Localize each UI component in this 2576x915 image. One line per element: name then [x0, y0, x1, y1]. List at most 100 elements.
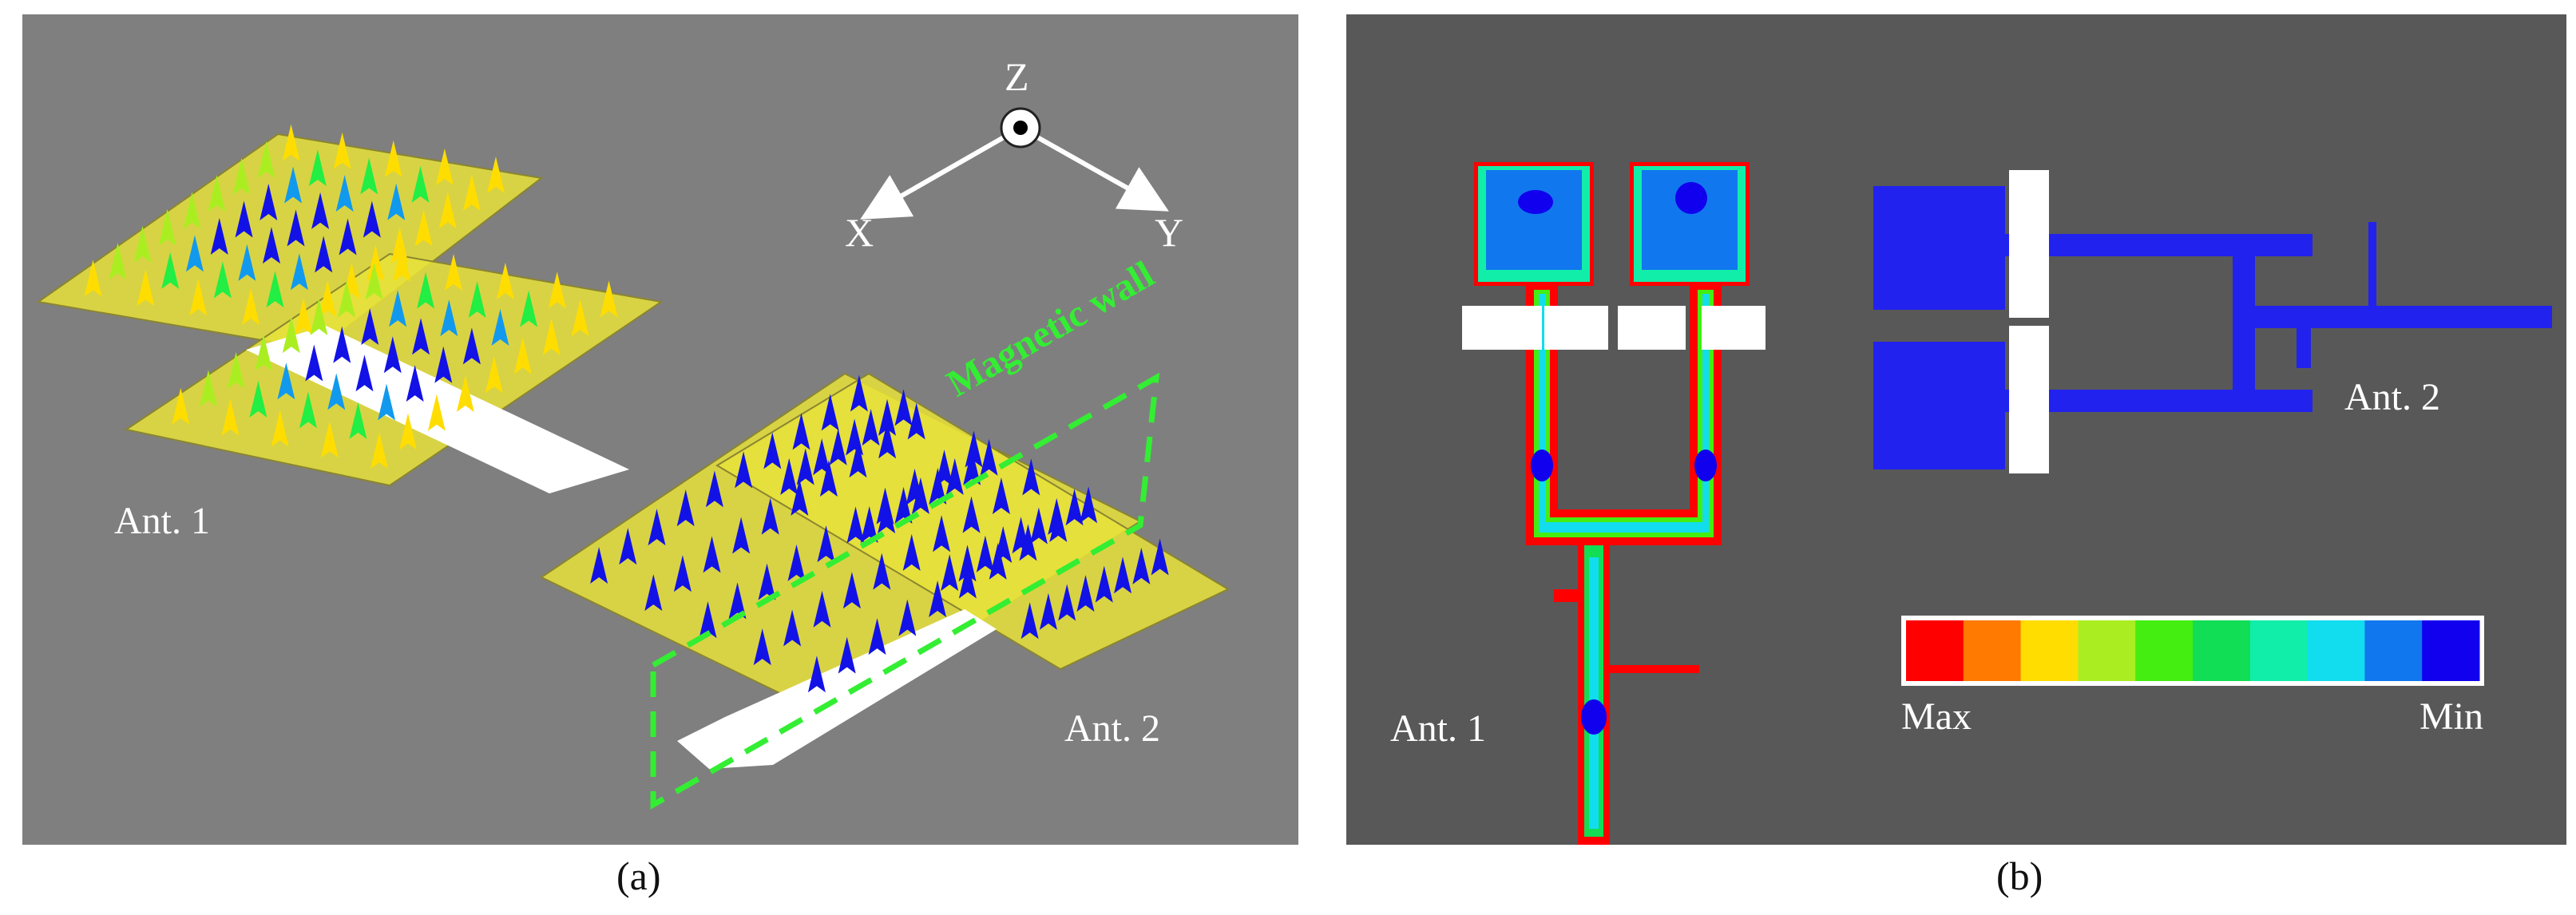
current-arrow-icon: [878, 422, 897, 459]
current-arrow-icon: [1095, 565, 1113, 603]
current-arrow-icon: [262, 227, 280, 264]
ant2-label: Ant. 2: [1064, 707, 1160, 750]
current-arrow-icon: [496, 263, 514, 300]
magnetic-wall: [650, 372, 1160, 810]
current-arrow-icon: [958, 545, 977, 582]
colorbar: Max Min: [1901, 616, 2484, 738]
current-arrow-icon: [829, 428, 847, 465]
current-arrow-icon: [958, 561, 977, 599]
current-arrow-icon: [311, 192, 330, 229]
current-arrow-icon: [619, 528, 637, 565]
current-arrow-icon: [333, 132, 351, 169]
current-arrow-icon: [911, 477, 929, 514]
current-arrow-icon: [753, 628, 771, 666]
current-arrow-icon: [763, 432, 782, 469]
current-arrow-icon: [282, 124, 300, 161]
current-arrow-icon: [1065, 489, 1084, 526]
current-arrow-icon: [873, 553, 891, 590]
colorbar-swatch: [2078, 620, 2136, 681]
current-arrow-icon: [440, 299, 458, 337]
current-arrow-icon: [406, 365, 424, 402]
current-arrow-icon: [235, 200, 253, 238]
current-arrow-icon: [780, 458, 799, 495]
current-arrow-icon: [902, 533, 921, 571]
current-arrow-icon: [796, 448, 814, 485]
current-arrow-icon: [486, 156, 505, 194]
current-arrow-icon: [333, 326, 351, 363]
current-arrow-icon: [412, 318, 430, 355]
current-arrow-icon: [791, 478, 809, 516]
colorbar-swatch: [2364, 620, 2423, 681]
ant1-label-b: Ant. 1: [1390, 707, 1486, 750]
current-arrow-icon: [962, 496, 981, 533]
current-arrow-icon: [414, 209, 433, 247]
current-arrow-icon: [213, 261, 232, 299]
current-arrow-icon: [355, 355, 374, 392]
colorbar-swatch: [2020, 620, 2079, 681]
current-arrow-icon: [842, 572, 861, 609]
current-arrow-icon: [1080, 486, 1098, 524]
current-arrow-icon: [383, 336, 402, 374]
current-arrow-icon: [1039, 592, 1057, 630]
current-arrow-icon: [299, 391, 317, 429]
current-arrow-icon: [319, 279, 337, 317]
axis-x-label: X: [845, 210, 874, 255]
current-arrow-icon: [894, 389, 913, 426]
current-arrow-icon: [417, 271, 435, 309]
current-arrow-icon: [456, 374, 474, 412]
current-arrow-icon: [1012, 517, 1030, 554]
current-arrow-icon: [389, 290, 407, 327]
current-arrow-icon: [290, 253, 308, 291]
current-arrow-icon: [813, 438, 831, 476]
current-arrow-icon: [172, 387, 190, 425]
colorbar-swatch: [2249, 620, 2308, 681]
current-arrow-icon: [1058, 584, 1076, 621]
current-arrow-icon: [513, 337, 532, 374]
colorbar-swatch: [1906, 620, 1964, 681]
current-arrow-icon: [878, 398, 897, 436]
current-arrow-icon: [787, 544, 806, 581]
current-arrow-icon: [361, 308, 379, 346]
current-arrow-icon: [287, 209, 305, 247]
current-arrow-icon: [183, 192, 201, 229]
panel-b-surface-current: Ant. 1 Ant. 2 Max Min: [1346, 14, 2566, 845]
current-arrow-icon: [868, 618, 886, 656]
colorbar-max-label: Max: [1901, 695, 1972, 738]
current-arrow-icon: [133, 225, 152, 263]
ant1-current-map: [1462, 162, 1766, 845]
current-arrow-icon: [838, 636, 856, 674]
current-arrow-icon: [648, 509, 666, 546]
current-arrow-icon: [435, 148, 454, 185]
current-arrow-icon: [310, 298, 328, 335]
current-arrow-icon: [992, 477, 1010, 514]
ant1-patches: [36, 133, 664, 493]
current-arrow-icon: [491, 308, 509, 346]
current-arrow-icon: [807, 656, 826, 693]
current-arrow-icon: [370, 432, 388, 469]
colorbar-swatch: [2193, 620, 2251, 681]
current-arrow-icon: [438, 192, 457, 229]
current-arrow-icon: [384, 140, 402, 177]
current-arrow-icon: [308, 149, 327, 187]
current-arrow-icon: [411, 165, 430, 203]
current-arrow-icon: [221, 398, 240, 436]
current-arrow-icon: [185, 235, 204, 272]
current-arrow-icon: [462, 174, 481, 212]
ant2-current-map: [1873, 170, 2552, 473]
current-arrow-icon: [728, 582, 747, 620]
panel-a-field-view: Magnetic wall Z X Y Ant. 1 Ant. 2: [22, 14, 1298, 845]
colorbar-min-label: Min: [2419, 695, 2483, 738]
current-arrow-icon: [242, 288, 260, 326]
current-arrow-icon: [199, 370, 217, 407]
current-arrow-icon: [462, 327, 481, 365]
current-arrow-icon: [337, 280, 355, 318]
current-arrow-icon: [367, 244, 385, 282]
current-arrow-icon: [387, 183, 406, 220]
current-arrow-icon: [137, 269, 155, 307]
current-arrow-icon: [1020, 602, 1039, 640]
current-arrow-icon: [349, 402, 367, 439]
current-arrow-icon: [907, 402, 925, 440]
current-arrow-icon: [161, 252, 180, 289]
ant2-current-arrows: [590, 374, 1169, 693]
current-arrow-icon: [699, 601, 717, 639]
